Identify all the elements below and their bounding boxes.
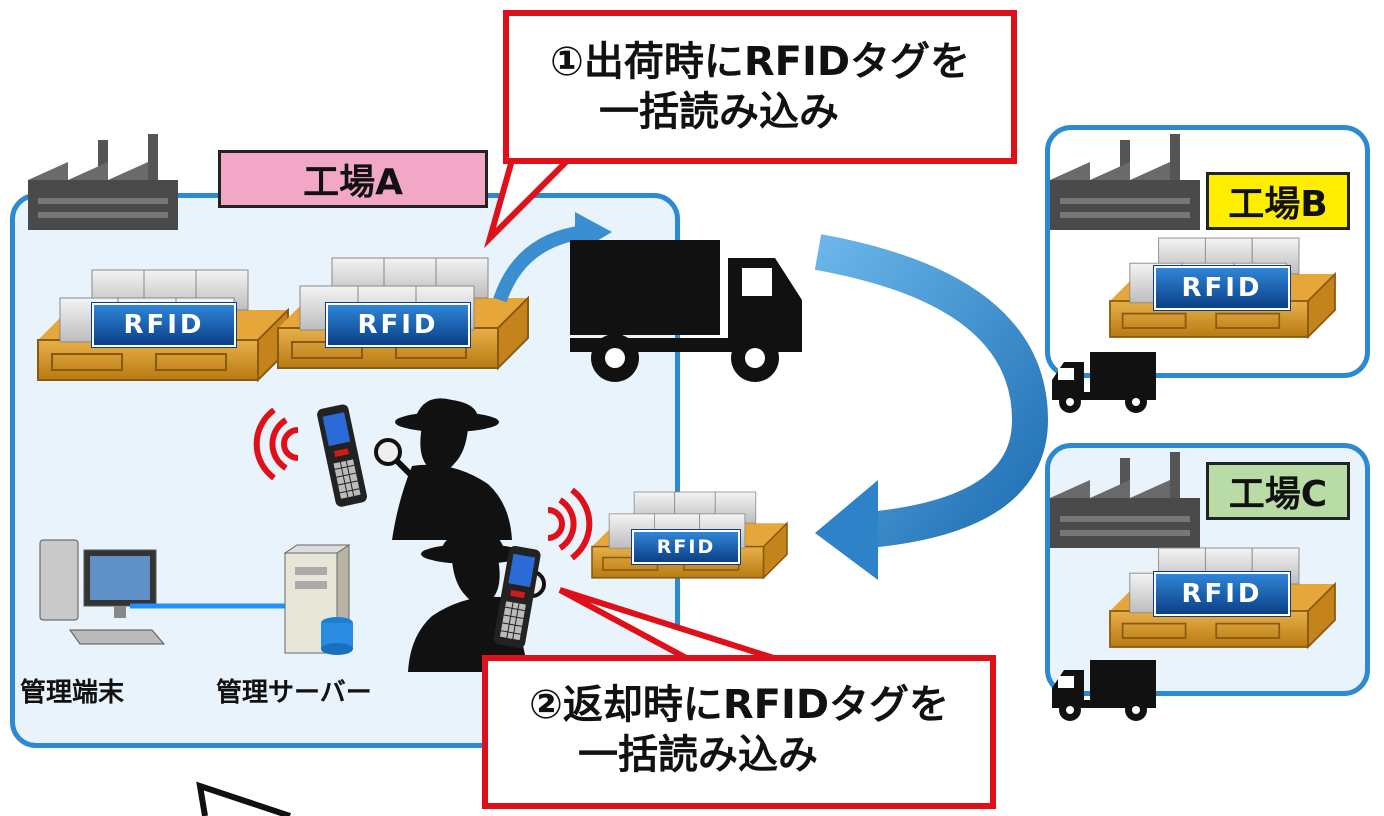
callout-returning-line1: ②返却時にRFIDタグを bbox=[528, 682, 950, 728]
shipping-arrow bbox=[493, 225, 586, 303]
factory-a-label-text: 工場A bbox=[303, 162, 403, 203]
rfid-tag: RFID bbox=[1154, 572, 1290, 616]
flow-arrowhead bbox=[815, 480, 878, 580]
factory-c-label: 工場C bbox=[1206, 462, 1350, 520]
partial-arrow-outline bbox=[196, 781, 291, 816]
factory-icon bbox=[1050, 134, 1200, 230]
factory-c-label-text: 工場C bbox=[1228, 474, 1328, 515]
rfid-tag-text: RFID bbox=[123, 310, 205, 340]
callout-shipping: ①出荷時にRFIDタグを 一括読み込み bbox=[503, 10, 1017, 164]
rfid-tag: RFID bbox=[632, 530, 740, 564]
rfid-tag: RFID bbox=[92, 303, 236, 347]
rfid-tag-text: RFID bbox=[1181, 579, 1263, 609]
truck-icon bbox=[570, 240, 802, 382]
factory-b-label-text: 工場B bbox=[1228, 184, 1328, 225]
terminal-label: 管理端末 bbox=[20, 678, 125, 708]
factory-icon bbox=[28, 134, 178, 230]
rfid-tag-text: RFID bbox=[656, 536, 716, 558]
rfid-tag-text: RFID bbox=[357, 310, 439, 340]
callout-shipping-line1: ①出荷時にRFIDタグを bbox=[549, 39, 971, 85]
signal-icon bbox=[257, 410, 298, 478]
inspector-icon bbox=[376, 398, 512, 540]
handheld-scanner-icon bbox=[315, 402, 369, 509]
signal-icon bbox=[548, 490, 589, 558]
rfid-tag-text: RFID bbox=[1181, 273, 1263, 303]
callout-returning-line2: 一括読み込み bbox=[578, 732, 818, 778]
callout-shipping-line2: 一括読み込み bbox=[599, 89, 839, 135]
server-label: 管理サーバー bbox=[216, 678, 372, 708]
flow-arrow bbox=[814, 234, 1049, 548]
callout-shipping-tail bbox=[483, 157, 576, 249]
factory-b-label: 工場B bbox=[1206, 172, 1350, 230]
factory-a-label: 工場A bbox=[218, 150, 488, 208]
rfid-tag: RFID bbox=[1154, 266, 1290, 310]
callout-returning: ②返却時にRFIDタグを 一括読み込み bbox=[482, 655, 996, 809]
callout-returning-tail bbox=[558, 587, 781, 663]
server-icon bbox=[283, 544, 353, 655]
pc-icon bbox=[39, 539, 166, 645]
truck-icon bbox=[1052, 660, 1156, 721]
factory-icon bbox=[1050, 452, 1200, 548]
rfid-tag: RFID bbox=[326, 303, 470, 347]
truck-icon bbox=[1052, 352, 1156, 413]
